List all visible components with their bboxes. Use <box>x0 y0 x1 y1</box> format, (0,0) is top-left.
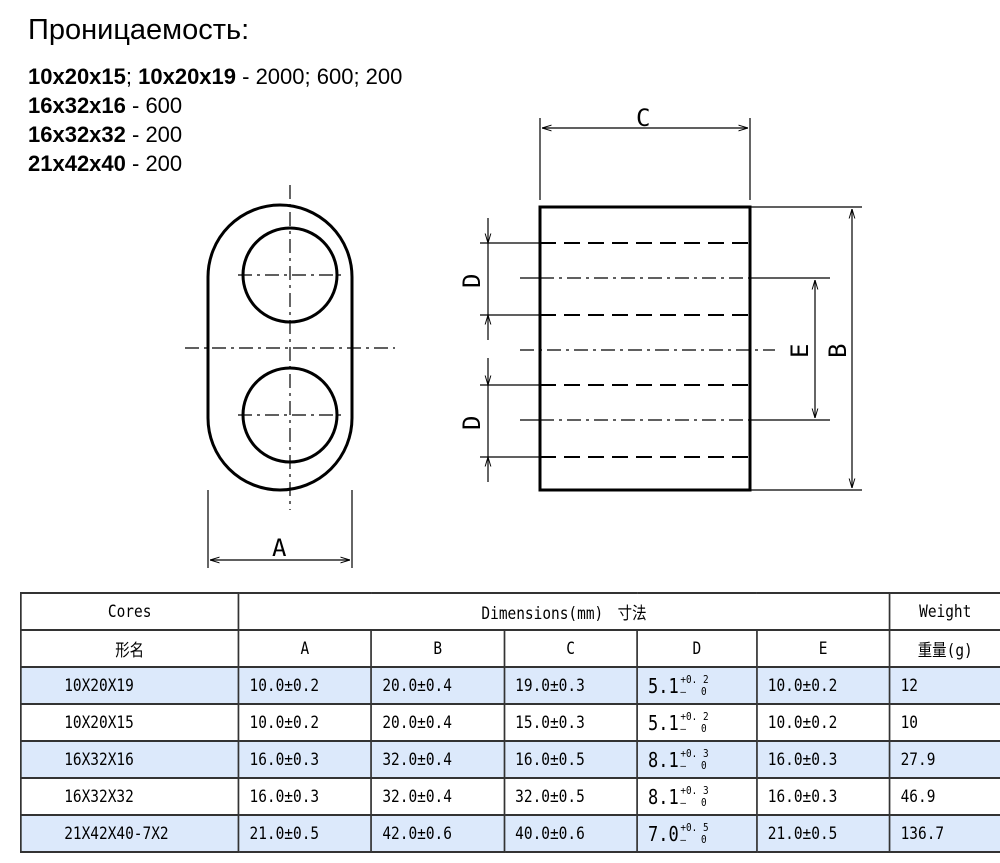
dim-b: 20.0±0.4 <box>370 703 505 742</box>
header-cores: Cores <box>20 592 240 631</box>
dimensions-table: Cores Dimensions(mm) 寸法 Weight 形名 A B C … <box>20 592 1000 853</box>
label-d-bottom: D <box>458 416 486 430</box>
core-size: 21x42x40 <box>28 151 126 176</box>
tol-plus: +0. 2 <box>680 672 709 686</box>
dim-e: 16.0±0.3 <box>755 777 891 816</box>
header-dimensions: Dimensions(mm) 寸法 <box>237 592 891 631</box>
header-weight: Weight <box>888 592 1000 631</box>
dim-c: 16.0±0.5 <box>503 740 638 779</box>
dim-d-tolerance: +0. 3– 0 <box>680 746 709 772</box>
dim-b: 42.0±0.6 <box>370 814 505 853</box>
dim-b: 32.0±0.4 <box>370 777 505 816</box>
core-name: 21X42X40-7X2 <box>20 814 240 853</box>
tol-plus: +0. 3 <box>680 746 709 760</box>
permeability-value: - 2000; 600; 200 <box>236 64 403 89</box>
permeability-line: 16x32x16 - 600 <box>28 91 402 120</box>
dim-c: 15.0±0.3 <box>503 703 638 742</box>
dim-e: 10.0±0.2 <box>755 666 891 705</box>
core-size: 16x32x16 <box>28 93 126 118</box>
dim-a: 10.0±0.2 <box>237 703 373 742</box>
core-size: 10x20x19 <box>138 64 237 89</box>
dim-d-base: 5.1 <box>648 710 679 735</box>
permeability-value: - 200 <box>125 151 183 176</box>
dim-d-base: 7.0 <box>648 821 679 846</box>
dim-d-tolerance: +0. 2– 0 <box>680 709 709 735</box>
label-e: E <box>786 344 814 358</box>
weight: 12 <box>888 666 1000 705</box>
dim-d-base: 5.1 <box>648 673 679 698</box>
core-name: 10X20X19 <box>20 666 240 705</box>
header-weight-cn: 重量(g) <box>888 629 1000 668</box>
label-b: B <box>824 344 852 358</box>
header-cores-cn: 形名 <box>20 629 240 668</box>
header-e: E <box>755 629 891 668</box>
dim-d-base: 8.1 <box>648 747 679 772</box>
tol-plus: +0. 2 <box>680 709 709 723</box>
label-d-top: D <box>458 274 486 288</box>
dim-e: 16.0±0.3 <box>755 740 891 779</box>
front-view <box>185 185 395 568</box>
weight: 27.9 <box>888 740 1000 779</box>
dim-d: 7.0+0. 5– 0 <box>636 814 758 853</box>
weight: 46.9 <box>888 777 1000 816</box>
permeability-value: ; <box>125 64 139 89</box>
core-size: 10x20x15 <box>28 64 126 89</box>
dim-a: 21.0±0.5 <box>237 814 373 853</box>
page-title: Проницаемость: <box>28 14 250 46</box>
dim-e: 10.0±0.2 <box>755 703 891 742</box>
tol-plus: +0. 5 <box>680 820 709 834</box>
label-a: A <box>272 534 287 562</box>
tol-minus: – 0 <box>680 795 707 809</box>
dim-d: 8.1+0. 3– 0 <box>636 777 758 816</box>
dim-a: 10.0±0.2 <box>237 666 373 705</box>
dim-d-tolerance: +0. 2– 0 <box>680 672 709 698</box>
dim-c: 32.0±0.5 <box>503 777 638 816</box>
side-view <box>480 118 862 492</box>
dim-d-tolerance: +0. 3– 0 <box>680 783 709 809</box>
dim-a: 16.0±0.3 <box>237 740 373 779</box>
dim-d: 5.1+0. 2– 0 <box>636 703 758 742</box>
core-name: 16X32X16 <box>20 740 240 779</box>
tol-minus: – 0 <box>680 832 707 846</box>
dim-a: 16.0±0.3 <box>237 777 373 816</box>
dim-d-tolerance: +0. 5– 0 <box>680 820 709 846</box>
header-c: C <box>503 629 638 668</box>
permeability-line: 10x20x15; 10x20x19 - 2000; 600; 200 <box>28 62 402 91</box>
core-drawing: A C D D E B <box>185 104 862 568</box>
header-b: B <box>370 629 505 668</box>
core-name: 10X20X15 <box>20 703 240 742</box>
dim-d-base: 8.1 <box>648 784 679 809</box>
tol-minus: – 0 <box>680 684 707 698</box>
dim-b: 20.0±0.4 <box>370 666 505 705</box>
permeability-line: 16x32x32 - 200 <box>28 120 402 149</box>
tol-plus: +0. 3 <box>680 783 709 797</box>
tol-minus: – 0 <box>680 721 707 735</box>
label-c: C <box>636 104 650 132</box>
weight: 10 <box>888 703 1000 742</box>
header-a: A <box>237 629 373 668</box>
permeability-line: 21x42x40 - 200 <box>28 149 402 178</box>
permeability-value: - 600 <box>125 93 183 118</box>
dim-c: 19.0±0.3 <box>503 666 638 705</box>
tol-minus: – 0 <box>680 758 707 772</box>
header-d: D <box>636 629 758 668</box>
dim-d: 5.1+0. 2– 0 <box>636 666 758 705</box>
weight: 136.7 <box>888 814 1000 853</box>
core-size: 16x32x32 <box>28 122 126 147</box>
dim-d: 8.1+0. 3– 0 <box>636 740 758 779</box>
dim-c: 40.0±0.6 <box>503 814 638 853</box>
dim-e: 21.0±0.5 <box>755 814 891 853</box>
permeability-value: - 200 <box>125 122 183 147</box>
core-name: 16X32X32 <box>20 777 240 816</box>
dim-b: 32.0±0.4 <box>370 740 505 779</box>
